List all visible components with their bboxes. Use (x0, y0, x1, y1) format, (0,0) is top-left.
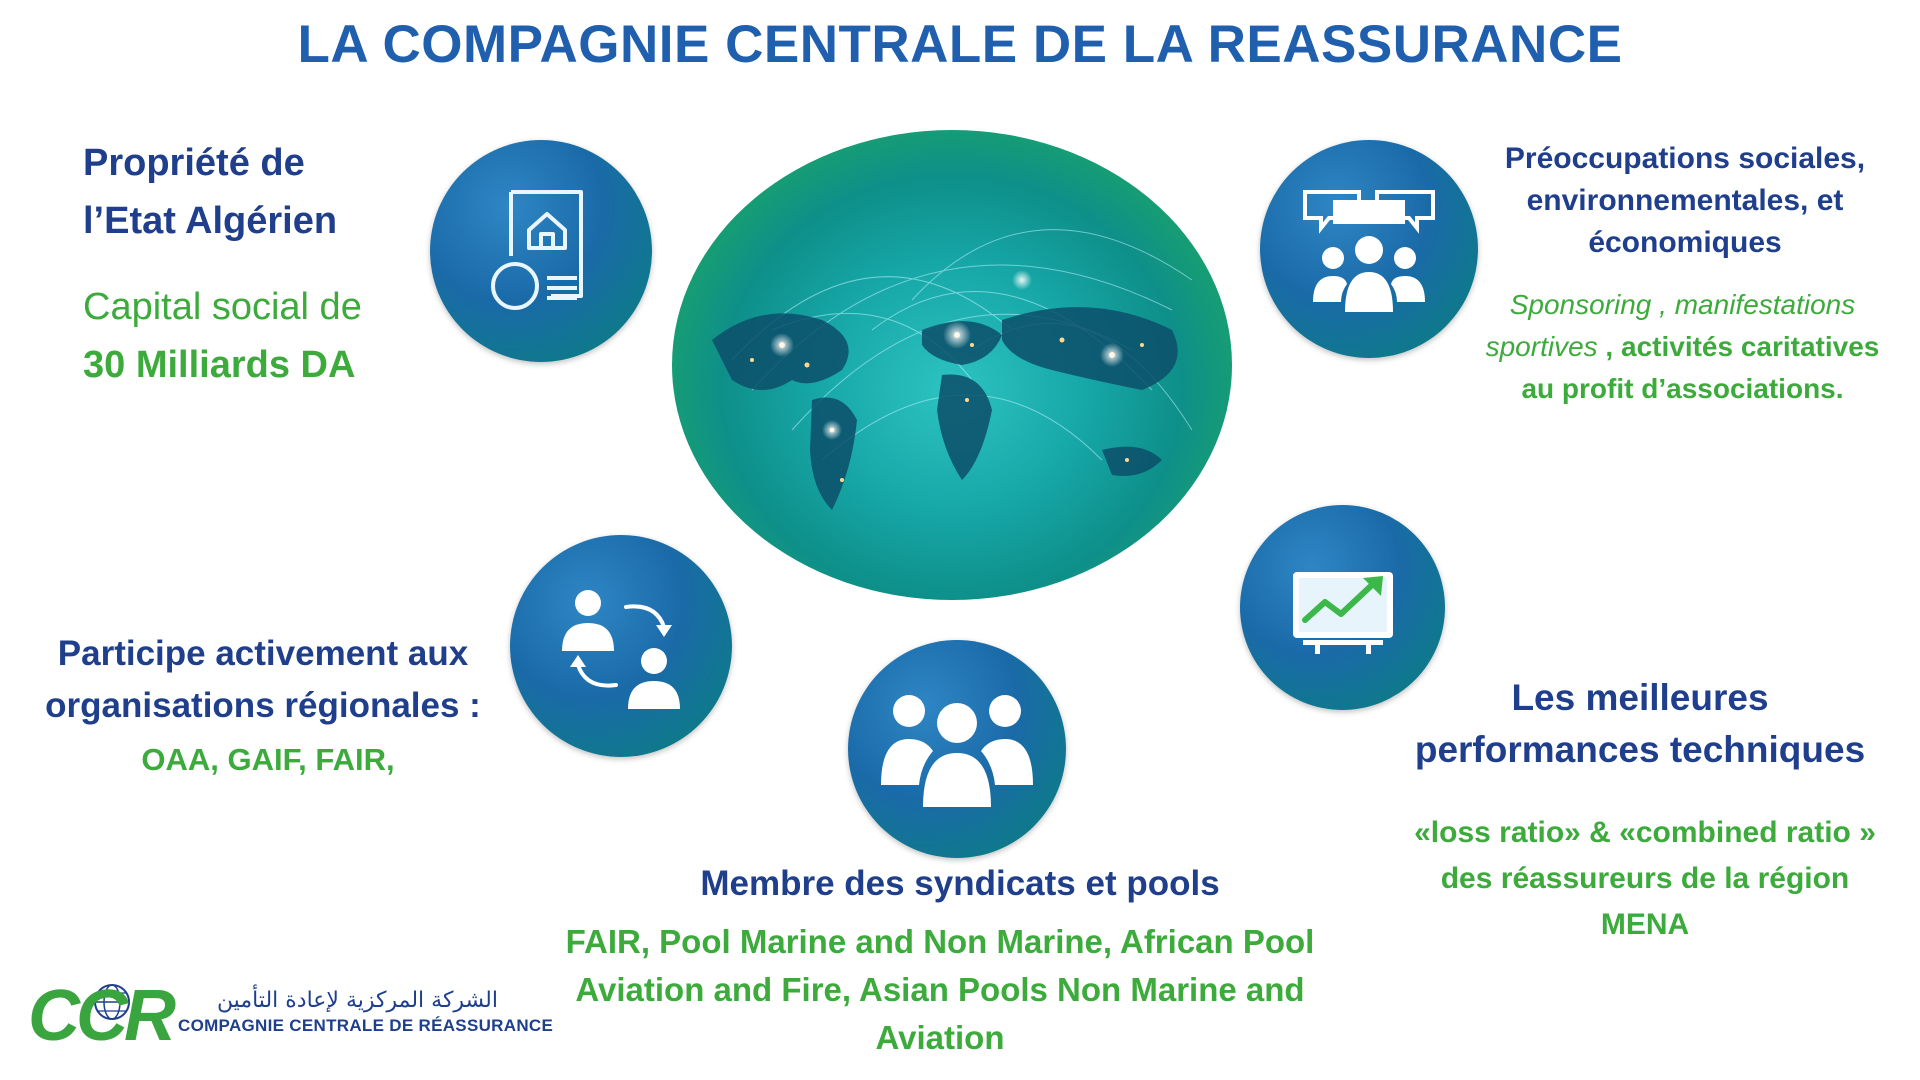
group-discussion-icon (1303, 190, 1435, 312)
company-name-latin: COMPAGNIE CENTRALE DE RÉASSURANCE (178, 1016, 554, 1035)
pools-circle (848, 640, 1066, 858)
ownership-heading-line2: l’Etat Algérien (83, 200, 338, 242)
company-logo-mark: CCR (28, 976, 176, 1056)
performance-heading: Les meilleures performances techniques (1370, 672, 1910, 776)
pools-detail-line1: FAIR, Pool Marine and Non Marine, Africa… (565, 923, 1315, 960)
performance-heading-line2: performances techniques (1414, 729, 1866, 770)
performance-detail-line1: «loss ratio» & «combined ratio » (1414, 816, 1876, 849)
world-map-icon (712, 229, 1193, 510)
social-heading: Préoccupations sociales, environnemental… (1470, 138, 1900, 264)
regional-heading: Participe activement aux organisations r… (18, 628, 508, 732)
ownership-heading: Propriété de l’Etat Algérien (83, 134, 337, 250)
performance-detail-line2: des réassureurs de la région (1440, 862, 1850, 895)
social-detail: Sponsoring , manifestations sportives , … (1460, 284, 1905, 410)
social-heading-line1: Préoccupations sociales, (1504, 142, 1866, 175)
company-name-arabic: الشركة المركزية لإعادة التأمين (216, 988, 498, 1013)
regional-heading-line1: Participe activement aux (57, 634, 469, 673)
performance-circle (1240, 505, 1445, 710)
regional-heading-line2: organisations régionales : (45, 686, 481, 725)
document-house-icon (491, 190, 583, 310)
capital-amount: 30 Milliards DA (83, 344, 356, 386)
social-detail-caritatives: , activités caritatives (1597, 331, 1880, 362)
social-circle (1260, 140, 1478, 358)
social-detail-associations: au profit d’associations. (1521, 373, 1844, 404)
regional-detail: OAA, GAIF, FAIR, (141, 742, 395, 777)
growth-chart-icon (1292, 571, 1393, 654)
page-title: LA COMPAGNIE CENTRALE DE LA REASSURANCE (297, 15, 1623, 74)
social-heading-line3: économiques (1588, 226, 1782, 259)
ownership-circle (430, 140, 652, 362)
capital-line1: Capital social de (83, 286, 362, 328)
social-detail-separator: , (1651, 289, 1675, 320)
performance-detail: «loss ratio» & «combined ratio » des réa… (1380, 810, 1910, 948)
social-detail-sportives: sportives (1485, 331, 1598, 362)
performance-detail-line3: MENA (1600, 908, 1690, 941)
social-heading-line2: environnementales, et (1526, 184, 1844, 217)
social-detail-sponsoring: Sponsoring (1509, 289, 1652, 320)
social-detail-manifestations: manifestations (1674, 289, 1856, 320)
pools-detail-line3: Aviation (875, 1019, 1005, 1056)
logo-globe-icon (92, 982, 132, 1027)
exchange-people-icon (562, 590, 680, 709)
pools-detail-line2: Aviation and Fire, Asian Pools Non Marin… (575, 971, 1305, 1008)
performance-heading-line1: Les meilleures (1511, 677, 1769, 718)
world-globe-image (672, 130, 1232, 600)
capital-text: Capital social de 30 Milliards DA (83, 278, 362, 394)
pools-heading: Membre des syndicats et pools (700, 864, 1220, 903)
team-icon (881, 695, 1033, 807)
pools-detail: FAIR, Pool Marine and Non Marine, Africa… (480, 918, 1400, 1062)
ownership-heading-line1: Propriété de (83, 142, 305, 184)
regional-circle (510, 535, 732, 757)
